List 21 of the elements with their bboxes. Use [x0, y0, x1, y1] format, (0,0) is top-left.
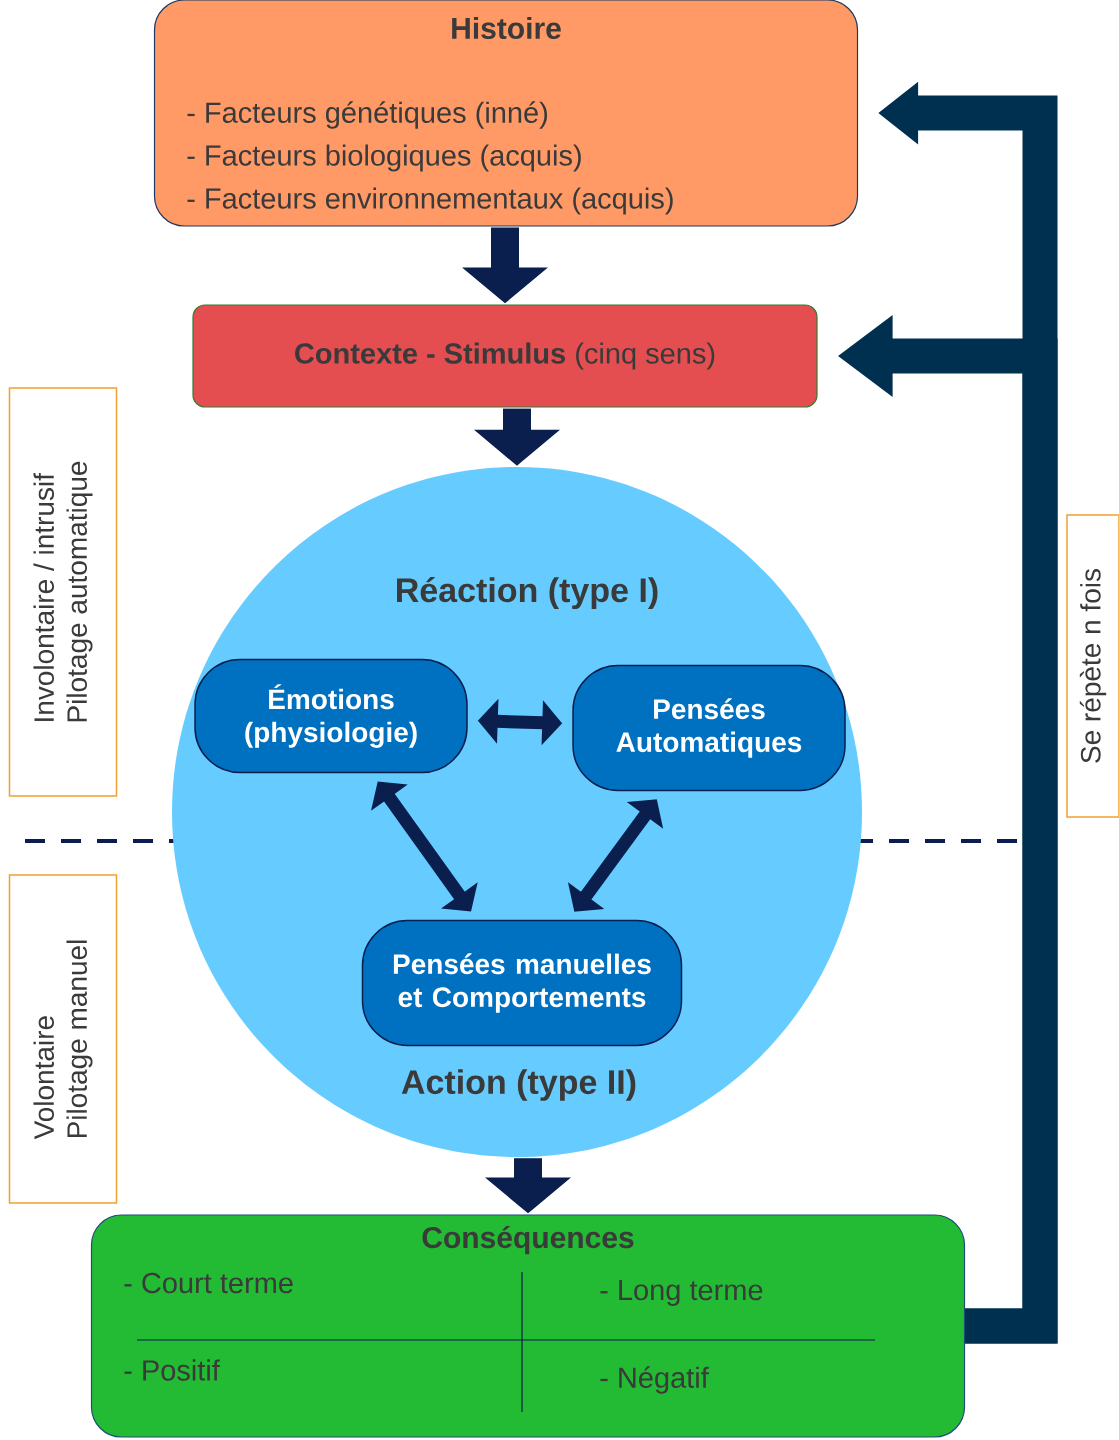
table-cell: - Court terme: [124, 1272, 293, 1294]
list-item: - Facteurs environnementaux (acquis): [187, 187, 673, 215]
table-cell: - Négatif: [600, 1366, 709, 1394]
history-box: [153, 0, 859, 227]
side-label: Se répète n fois: [1066, 514, 1119, 818]
rounded-box: Pensées manuelles et Comportements: [361, 919, 683, 1047]
box-title: Histoire: [452, 17, 561, 39]
circle-heading: Réaction (type I): [397, 577, 658, 609]
consequences-box: [90, 1214, 966, 1438]
table-cell: - Long terme: [600, 1280, 763, 1306]
table-cell: - Positif: [124, 1359, 220, 1381]
box-title: Conséquences: [422, 1225, 634, 1255]
rounded-box: Émotions (physiologie): [194, 658, 468, 774]
side-label: Involontaire / intrusif Pilotage automatique: [8, 387, 118, 797]
arrow: [371, 781, 478, 912]
list-item: - Facteurs biologiques (acquis): [187, 144, 581, 172]
side-label: Volontaire Pilotage manuel: [8, 874, 118, 1204]
list-item: - Facteurs génétiques (inné): [187, 101, 547, 129]
rounded-box: Pensées Automatiques: [572, 664, 846, 792]
stimulus-box: Contexte - Stimulus (cinq sens): [192, 304, 818, 408]
circle-heading: Action (type II): [401, 1069, 636, 1101]
